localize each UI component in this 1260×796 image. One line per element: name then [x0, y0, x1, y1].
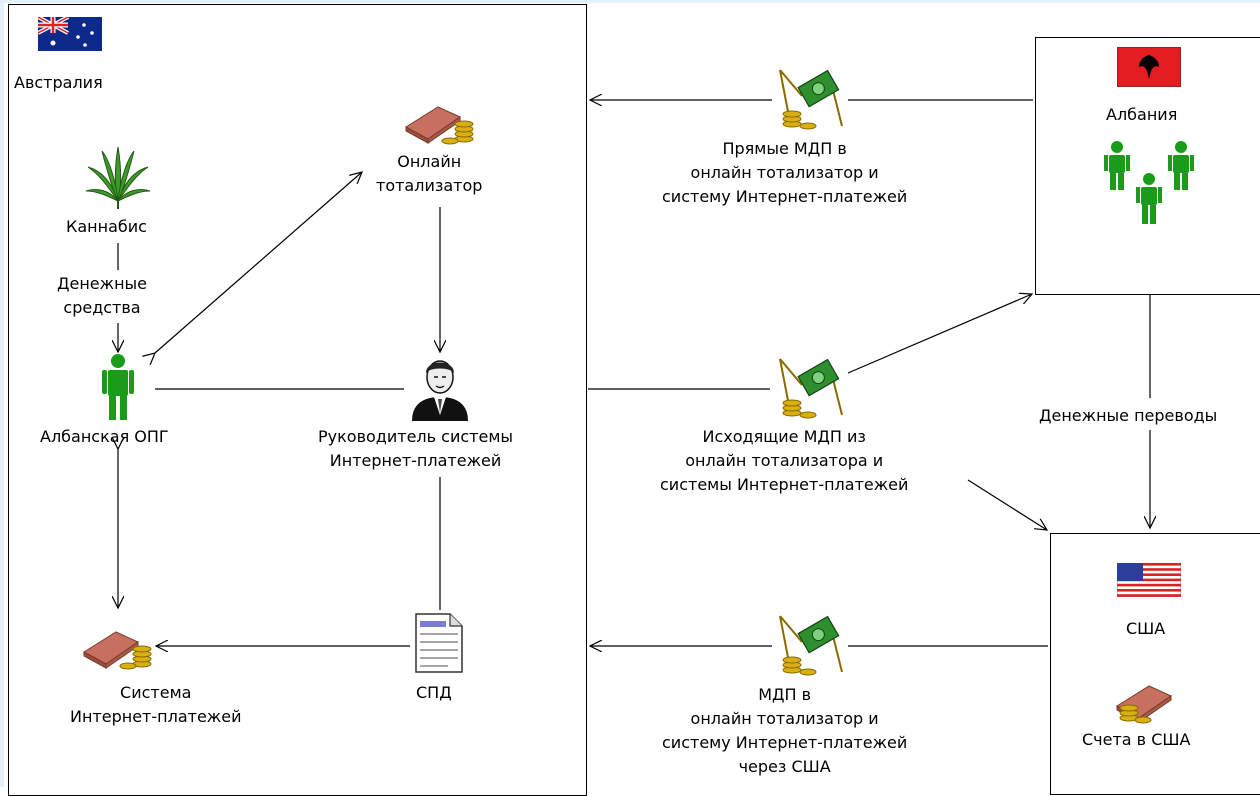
- spd-label: СПД: [416, 683, 452, 702]
- direct-flow-label-line: Прямые МДП в: [722, 139, 847, 158]
- money-bricks-icon: [1116, 685, 1173, 724]
- money-bricks-icon: [405, 106, 474, 145]
- transfers-label: Денежные переводы: [1039, 406, 1218, 425]
- leader-label-line: Интернет-платежей: [329, 451, 502, 470]
- window-top-edge: [0, 0, 1260, 3]
- cannabis-leaf-icon: [85, 146, 151, 209]
- document-icon: [415, 613, 463, 673]
- usa-flag-icon: [1117, 563, 1181, 597]
- edge-outgoing-albania: [847, 294, 1032, 374]
- via-usa-flow-label-line: через США: [738, 757, 831, 776]
- australia-flag-icon: [38, 17, 102, 51]
- via-usa-flow-label-line: систему Интернет-платежей: [662, 733, 908, 752]
- outgoing-flow-label-line: онлайн тотализатора и: [685, 451, 884, 470]
- money-bricks-icon: [83, 631, 152, 670]
- albania-flag-icon: [1117, 47, 1181, 87]
- usa-accounts-label: Счета в США: [1082, 730, 1191, 749]
- edge-group-totalizator: [155, 172, 362, 353]
- albania-box: [1035, 37, 1260, 295]
- outgoing-flow-label-line: системы Интернет-платежей: [660, 475, 909, 494]
- totalizator-label-line: тотализатор: [376, 176, 483, 195]
- australia-label: Австралия: [14, 73, 103, 92]
- direct-flow-label-line: систему Интернет-платежей: [662, 187, 908, 206]
- outgoing-flow-label-line: Исходящие МДП из: [702, 427, 866, 446]
- money-flow-icon: [779, 358, 843, 419]
- via-usa-flow-label: МДП в онлайн тотализатор и систему Интер…: [662, 683, 907, 779]
- group-label: Албанская ОПГ: [40, 427, 169, 446]
- albania-label: Албания: [1106, 105, 1178, 124]
- money-label-line: средства: [63, 298, 141, 317]
- cannabis-label: Каннабис: [66, 217, 147, 236]
- usa-label: США: [1126, 619, 1166, 638]
- leader-label-line: Руководитель системы: [318, 427, 514, 446]
- payment-system-label-line: Интернет-платежей: [70, 707, 242, 726]
- direct-flow-label: Прямые МДП в онлайн тотализатор и систем…: [662, 137, 907, 209]
- payment-system-label: Система Интернет-платежей: [70, 681, 241, 729]
- money-label-line: Денежные: [57, 274, 147, 293]
- payment-system-label-line: Система: [120, 683, 192, 702]
- via-usa-flow-label-line: онлайн тотализатор и: [690, 709, 879, 728]
- businessman-icon: [412, 360, 468, 421]
- person-icon: [102, 354, 134, 420]
- people-group-icon: [1104, 141, 1194, 224]
- leader-label: Руководитель системы Интернет-платежей: [318, 425, 513, 473]
- money-label: Денежные средства: [57, 272, 147, 320]
- edge-outgoing-usa: [967, 479, 1047, 530]
- window-left-edge: [0, 0, 4, 787]
- totalizator-label-line: Онлайн: [397, 152, 462, 171]
- via-usa-flow-label-line: МДП в: [758, 685, 812, 704]
- money-flow-icon: [779, 615, 843, 676]
- money-flow-icon: [779, 69, 843, 130]
- totalizator-label: Онлайн тотализатор: [376, 150, 482, 198]
- outgoing-flow-label: Исходящие МДП из онлайн тотализатора и с…: [660, 425, 908, 497]
- direct-flow-label-line: онлайн тотализатор и: [690, 163, 879, 182]
